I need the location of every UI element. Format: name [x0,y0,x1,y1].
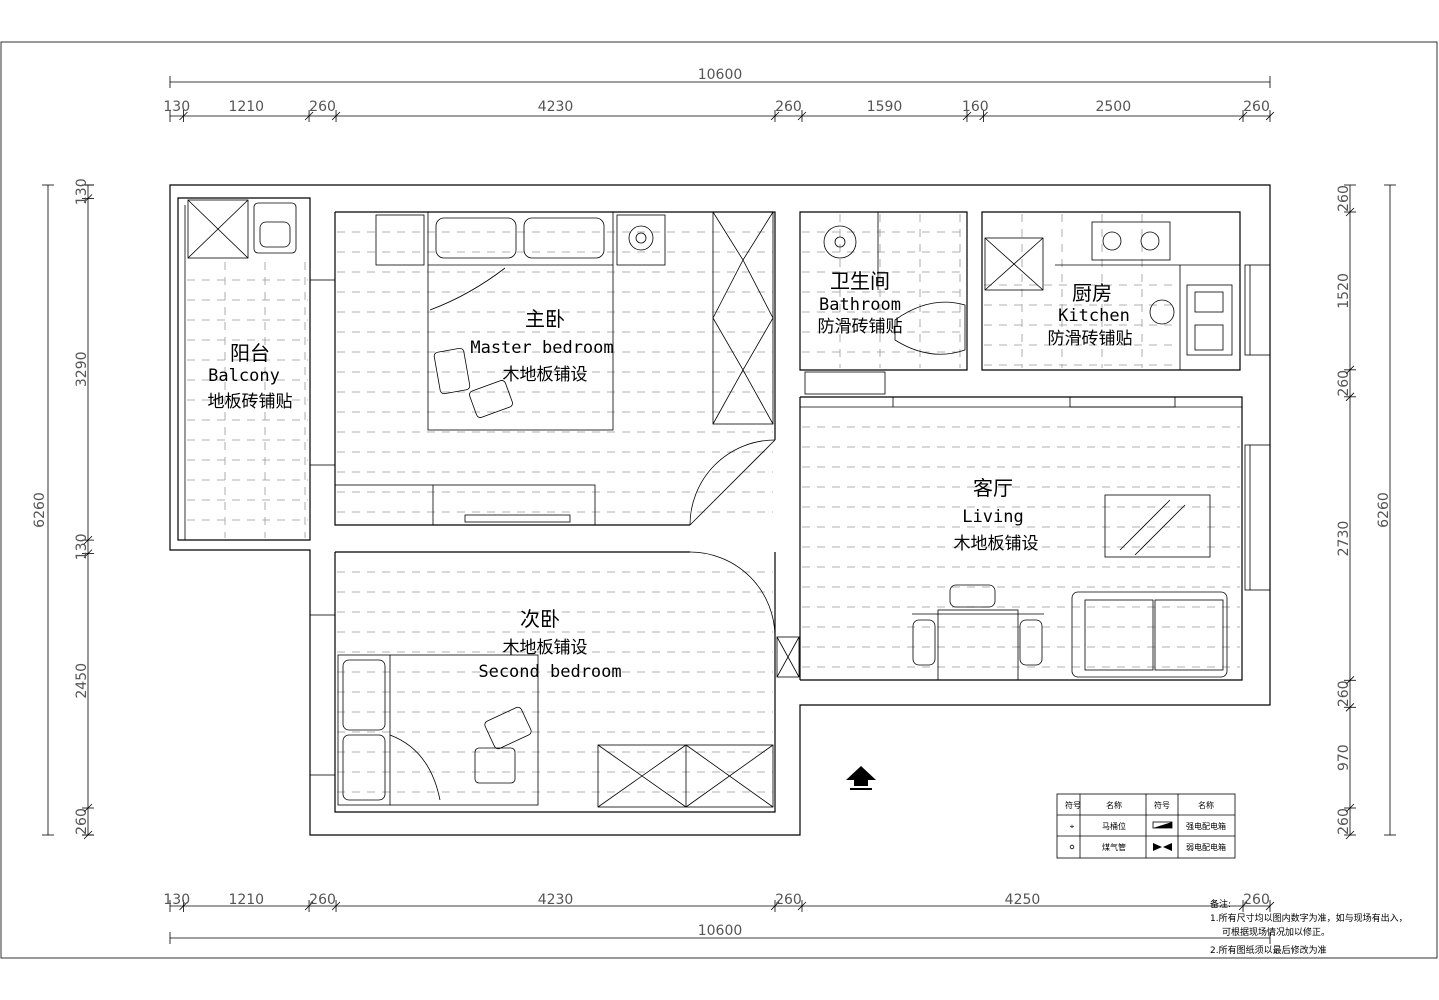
top-segment-dim: 260 [775,99,802,115]
bottom-segment-dim: 4250 [1005,892,1041,908]
wash-basin-icon [823,225,857,259]
bottom-segment-dim: 4230 [538,892,574,908]
legend-header-symbol1: 符号 [1065,800,1081,810]
left-dimensions: 6260 130 3290 130 2450 260 [32,178,94,840]
bottom-segment-dim: 260 [775,892,802,908]
sink-icon [253,202,297,254]
top-segment-dim: 1590 [867,99,903,115]
weak-power-box-icon [1153,843,1172,851]
notes-title: 备注: [1210,898,1231,910]
legend-strong-power-name: 强电配电箱 [1186,821,1226,831]
stove-icon [1091,221,1171,261]
balcony-floor-label: 地板砖铺贴 [208,392,293,412]
master-bed-icon [427,211,614,431]
second-cn-label: 次卧 [520,607,560,631]
left-segment-dim: 3290 [74,351,90,387]
right-segment-dim: 2730 [1336,521,1352,557]
top-dimensions: 10600 130 1210 260 4230 260 1590 160 2500 260 [163,67,1275,122]
sofa-icon [1071,591,1228,678]
master-floor-label: 木地板铺设 [503,365,588,385]
legend-header-name1: 名称 [1106,800,1122,810]
right-segment-dim: 260 [1336,808,1352,835]
legend-weak-power-name: 弱电配电箱 [1186,842,1226,852]
bottom-segment-dim: 1210 [228,892,264,908]
bottom-total-dim: 10600 [698,923,743,939]
top-segment-dim: 2500 [1095,99,1131,115]
top-segment-dim: 260 [1243,99,1270,115]
right-segment-dim: 260 [1336,370,1352,397]
second-floor-label: 木地板铺设 [503,638,588,658]
living-en-label: Living [962,507,1023,527]
top-total-dim: 10600 [698,67,743,83]
furniture [187,199,1242,808]
top-segment-dim: 4230 [538,99,574,115]
kitchen-floor-label: 防滑砖铺贴 [1048,329,1133,349]
strong-power-box-icon [1153,822,1172,828]
washer-icon [187,199,249,259]
notes-line2: 可根据现场情况加以修正。 [1222,926,1330,938]
legend-header-symbol2: 符号 [1154,800,1170,810]
bathroom-cn-label: 卫生间 [830,269,890,293]
floor-hatching [187,214,1240,793]
room-labels: 阳台 Balcony 地板砖铺贴 主卧 Master bedroom 木地板铺设… [208,269,1133,682]
desk-icon [334,484,596,526]
bottom-segment-dim: 130 [163,892,190,908]
toilet-icon [894,301,966,355]
north-arrow-icon [846,766,876,790]
top-segment-dim: 130 [163,99,190,115]
right-total-dim: 6260 [1376,492,1392,528]
right-segment-dim: 1520 [1336,273,1352,309]
left-segment-dim: 130 [74,178,90,205]
top-segment-dim: 260 [309,99,336,115]
fridge-icon [984,237,1044,291]
legend-gas-name: 煤气管 [1102,842,1126,852]
kitchen-cn-label: 厨房 [1072,281,1112,305]
gas-pipe-icon [1069,844,1075,850]
notes-line1: 1.所有尺寸均以图内数字为准，如与现场有出入， [1210,912,1408,924]
top-segment-dim: 160 [962,99,989,115]
right-segment-dim: 970 [1336,744,1352,771]
legend-toilet-name: 马桶位 [1102,821,1126,831]
balcony-en-label: Balcony [208,366,280,386]
bottom-dimensions: 10600 130 1210 260 4230 260 4250 260 [163,892,1275,944]
left-total-dim: 6260 [32,492,48,528]
living-floor-label: 木地板铺设 [954,534,1039,554]
bottom-segment-dim: 260 [1243,892,1270,908]
kitchen-en-label: Kitchen [1058,306,1130,326]
toilet-symbol-icon: ⌖ [1070,822,1075,831]
right-segment-dim: 260 [1336,185,1352,212]
balcony-cn-label: 阳台 [230,341,270,365]
kitchen-sink-icon [1186,284,1233,356]
lamp-icon [616,214,666,266]
right-segment-dim: 260 [1336,680,1352,707]
drawing-frame [0,41,1438,959]
second-en-label: Second bedroom [478,662,621,682]
wardrobe-icon [597,744,774,808]
bottom-segment-dim: 260 [309,892,336,908]
left-segment-dim: 2450 [74,663,90,699]
notes: 备注: 1.所有尺寸均以图内数字为准，如与现场有出入， 可根据现场情况加以修正。… [1210,898,1408,956]
left-segment-dim: 130 [74,533,90,560]
top-segment-dim: 1210 [228,99,264,115]
door-swing-icon [689,439,776,526]
right-dimensions: 6260 260 1520 260 2730 260 970 260 [1336,184,1396,840]
notes-line3: 2.所有图纸须以最后修改为准 [1210,944,1327,956]
bathroom-en-label: Bathroom [819,295,901,315]
living-cn-label: 客厅 [973,476,1013,500]
left-segment-dim: 260 [74,808,90,835]
dining-table-icon [937,609,1019,681]
legend-table: 符号 名称 符号 名称 ⌖ 马桶位 强电配电箱 煤气管 弱电配电箱 [1056,793,1236,859]
bathroom-floor-label: 防滑砖铺贴 [818,317,903,337]
second-bed-icon [337,654,539,806]
coffee-table-icon [1104,494,1211,558]
master-en-label: Master bedroom [470,338,613,358]
walls [169,184,1271,836]
legend-header-name2: 名称 [1198,800,1214,810]
phone-icon [375,214,425,266]
door-swing-icon [689,551,776,638]
master-cn-label: 主卧 [525,307,565,331]
